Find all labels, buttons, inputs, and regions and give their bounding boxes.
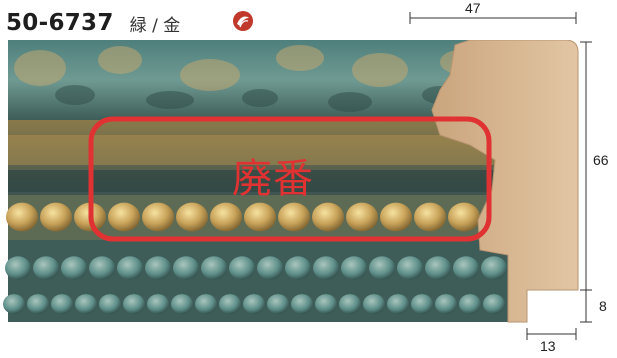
dimension-lip-label: 8 [599, 298, 607, 314]
bead [244, 202, 276, 232]
bead [267, 294, 289, 314]
dimension-height-label: 66 [593, 152, 609, 168]
discontinued-stamp-frame [88, 116, 492, 242]
bead [313, 256, 339, 280]
bead [3, 294, 25, 314]
bead [387, 294, 409, 314]
bead [285, 256, 311, 280]
bead [195, 294, 217, 314]
bead [210, 202, 242, 232]
bead [108, 202, 140, 232]
bead [51, 294, 73, 314]
title-row: 50-6737 緑 / 金 [6, 6, 180, 40]
bead [243, 294, 265, 314]
bead [369, 256, 395, 280]
bead [6, 202, 38, 232]
bead [346, 202, 378, 232]
bead [414, 202, 446, 232]
bead [435, 294, 457, 314]
dimension-width-label: 47 [465, 0, 481, 16]
bead [117, 256, 143, 280]
bead [257, 256, 283, 280]
bead [89, 256, 115, 280]
bead [483, 294, 505, 314]
bead [142, 202, 174, 232]
bead [33, 256, 59, 280]
bead [40, 202, 72, 232]
bead [380, 202, 412, 232]
bead [75, 294, 97, 314]
bead [173, 256, 199, 280]
bead [425, 256, 451, 280]
bead [27, 294, 49, 314]
bead [363, 294, 385, 314]
bead [411, 294, 433, 314]
bead [61, 256, 87, 280]
bead [278, 202, 310, 232]
bead [5, 256, 31, 280]
bead [201, 256, 227, 280]
bead [147, 294, 169, 314]
bead [229, 256, 255, 280]
bead [123, 294, 145, 314]
bead [481, 256, 507, 280]
bead [448, 202, 480, 232]
bead [315, 294, 337, 314]
bead [339, 294, 361, 314]
product-code: 50-6737 [6, 10, 114, 36]
bead [99, 294, 121, 314]
bead [312, 202, 344, 232]
dimension-rebate-label: 13 [540, 338, 556, 354]
color-name: 緑 / 金 [129, 15, 181, 36]
bead [397, 256, 423, 280]
bead [453, 256, 479, 280]
bead [145, 256, 171, 280]
bead [176, 202, 208, 232]
bead [219, 294, 241, 314]
brand-swirl-icon [233, 11, 253, 31]
bead [171, 294, 193, 314]
discontinued-stamp-text: 廃番 [232, 156, 314, 202]
bead [459, 294, 481, 314]
bead [291, 294, 313, 314]
bead [341, 256, 367, 280]
